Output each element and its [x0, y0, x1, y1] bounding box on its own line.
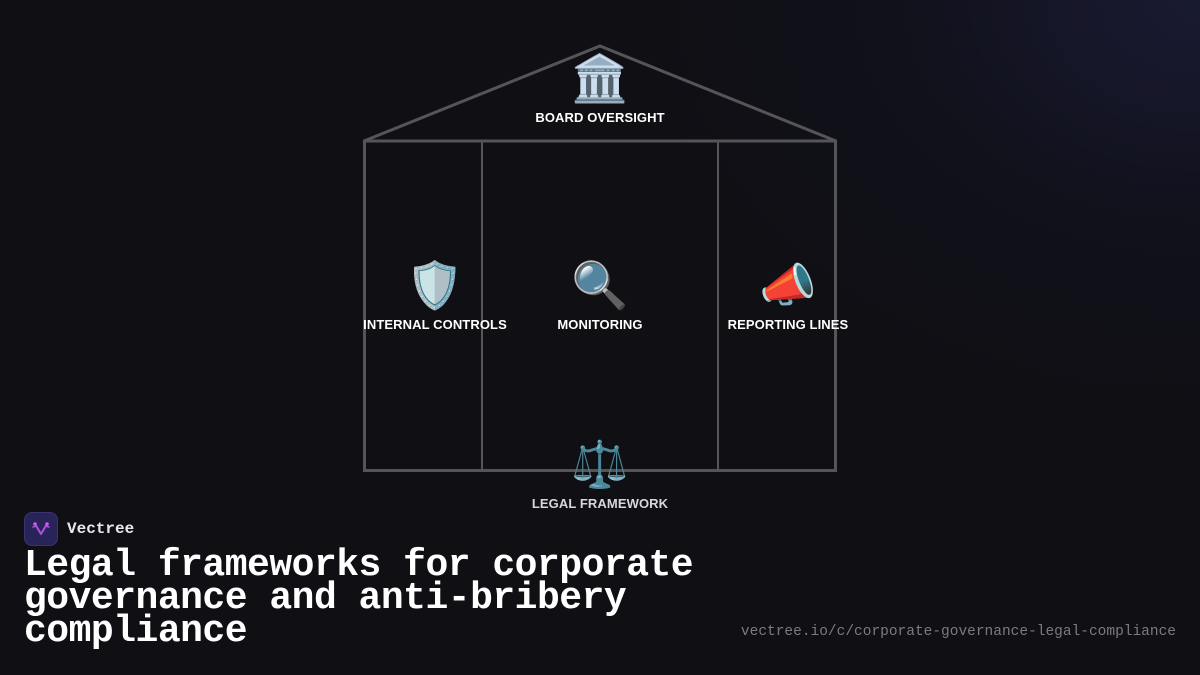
- classical-building-icon: 🏛️: [571, 52, 629, 104]
- source-url: vectree.io/c/corporate-governance-legal-…: [740, 624, 1176, 640]
- foundation-node-legal-framework: ⚖️ LEGAL FRAMEWORK: [500, 436, 700, 511]
- brand: Vectree: [24, 512, 134, 546]
- magnifying-glass-icon: 🔍: [571, 259, 629, 311]
- roof-node-board-oversight: 🏛️ BOARD OVERSIGHT: [500, 50, 700, 125]
- pillar-label: MONITORING: [557, 317, 643, 332]
- pillar-label: REPORTING LINES: [727, 317, 849, 332]
- pillar-node-reporting-lines: 📣 REPORTING LINES: [688, 257, 888, 332]
- pillar-node-monitoring: 🔍 MONITORING: [500, 257, 700, 332]
- house-frame: [363, 139, 837, 472]
- pillar-node-internal-controls: 🛡️ INTERNAL CONTROLS: [335, 257, 535, 332]
- brand-name: Vectree: [67, 520, 135, 538]
- vectree-logo-icon: [24, 512, 58, 546]
- shield-icon: 🛡️: [406, 259, 464, 311]
- roof-label: BOARD OVERSIGHT: [535, 110, 665, 125]
- balance-scale-icon: ⚖️: [571, 438, 629, 490]
- page-title: Legal frameworks for corporate governanc…: [24, 544, 694, 653]
- megaphone-icon: 📣: [759, 259, 817, 311]
- foundation-label: LEGAL FRAMEWORK: [531, 496, 669, 511]
- roof-line: [363, 44, 837, 143]
- pillar-label: INTERNAL CONTROLS: [363, 317, 507, 332]
